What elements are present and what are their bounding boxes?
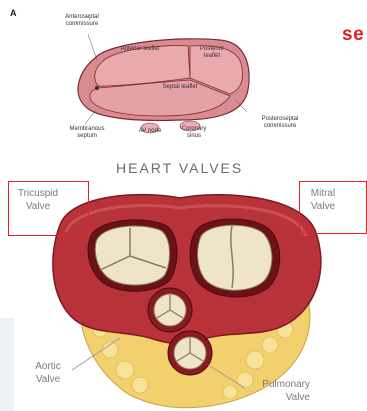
mitral-valve-shape xyxy=(190,219,280,297)
partial-title: se xyxy=(342,24,364,46)
label-posteroseptal-commissure: Posteroseptal commissure xyxy=(250,116,310,130)
mitral-valve-label: Mitral Valve xyxy=(305,187,341,213)
aortic-valve-label: Aortic Valve xyxy=(30,360,66,386)
label-anterior-leaflet: Anterior leaflet xyxy=(120,46,160,53)
label-posterior-leaflet: Posterior leaflet xyxy=(192,46,232,60)
label-anteroseptal-commissure: Anteroseptal commissure xyxy=(52,14,112,28)
aortic-valve-shape xyxy=(148,288,192,332)
label-membranous-septum: Membranous septum xyxy=(62,126,112,140)
label-av-node: AV node xyxy=(138,128,162,135)
panel-letter: A xyxy=(10,8,17,18)
pulmonary-valve-shape xyxy=(168,331,212,375)
tricuspid-valve-label: Tricuspid Valve xyxy=(13,187,63,213)
label-coronary-sinus: Coronary sinus xyxy=(176,126,212,140)
tricuspid-valve-shape xyxy=(88,220,177,291)
pulmonary-valve-label: Pulmonary Valve xyxy=(248,378,310,404)
label-septal-leaflet: Septal leaflet xyxy=(160,84,200,91)
